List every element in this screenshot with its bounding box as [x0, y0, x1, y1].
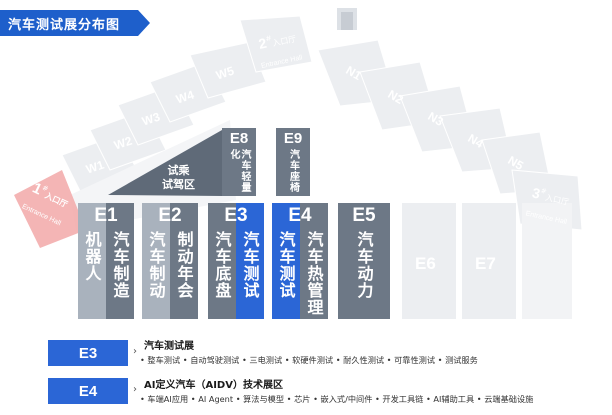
title-banner: 汽车测试展分布图: [0, 10, 150, 36]
hall-e3-code: E3: [224, 205, 248, 226]
hall-e1-code: E1: [94, 205, 118, 226]
legend-items-e3: • 整车测试 • 自动驾驶测试 • 三电测试 • 软硬件测试 • 耐久性测试 •…: [140, 355, 478, 365]
hall-e3-col2: 汽车测试: [240, 231, 260, 299]
hall-e8[interactable]: E8 汽车轻量化: [222, 128, 256, 196]
hall-e4-col1: 汽车测试: [276, 231, 296, 299]
hall-w5-shape: [189, 41, 267, 99]
hall-e4-code: E4: [288, 205, 312, 226]
entrance1-shape: [14, 170, 86, 248]
hall-e3-col1: 汽车底盘: [212, 231, 232, 299]
hall-e2-col2: 制动年会: [174, 231, 194, 299]
hall-e2[interactable]: E2 汽车制动 制动年会: [142, 203, 198, 319]
hall-e6-shape: [402, 203, 456, 319]
legend-title-e3: 汽车测试展: [144, 341, 194, 352]
legend-title-e4: AI定义汽车（AIDV）技术展区: [144, 380, 283, 391]
hall-e6-code: E6: [415, 254, 436, 273]
hall-e9-code: E9: [283, 130, 303, 147]
hall-e7-shape: [462, 203, 516, 319]
hall-e2-code: E2: [158, 205, 182, 226]
hall-e9[interactable]: E9 汽车座椅: [276, 128, 310, 196]
hall-e8-code: E8: [229, 130, 249, 147]
test-drive-area-label: 试乘 试驾区: [162, 164, 195, 191]
entrance2-shape: [239, 15, 313, 73]
hall-e5-col1: 汽车动力: [354, 231, 374, 299]
hall-e2-col1: 汽车制动: [146, 231, 166, 299]
hall-e1-col2: 汽车制造: [110, 231, 130, 299]
hall-e7-code: E7: [475, 254, 496, 273]
legend-badge-e4: E4: [48, 378, 128, 404]
hall-e5[interactable]: E5 汽车动力: [338, 203, 390, 319]
hall-e4-col2: 汽车热管理: [304, 231, 324, 316]
hall-e1-col1: 机器人: [82, 231, 102, 282]
chevron-right-icon: ›: [133, 384, 137, 395]
legend-badge-e3: E3: [48, 340, 128, 366]
hall-e9-label: 汽车座椅: [287, 149, 299, 193]
hall-e1[interactable]: E1 机器人 汽车制造: [78, 203, 134, 319]
chevron-right-icon: ›: [133, 346, 137, 357]
hall-e8-label: 汽车轻量化: [228, 149, 250, 193]
hall-e4[interactable]: E4 汽车测试 汽车热管理: [272, 203, 328, 319]
legend-items-e4: • 车端AI应用 • AI Agent • 算法与模型 • 芯片 • 嵌入式/中…: [140, 394, 534, 404]
hall-e5-code: E5: [352, 205, 376, 226]
test-drive-area-shape: [108, 130, 222, 196]
page-title: 汽车测试展分布图: [8, 17, 121, 33]
hall-e3[interactable]: E3 汽车底盘 汽车测试: [208, 203, 264, 319]
